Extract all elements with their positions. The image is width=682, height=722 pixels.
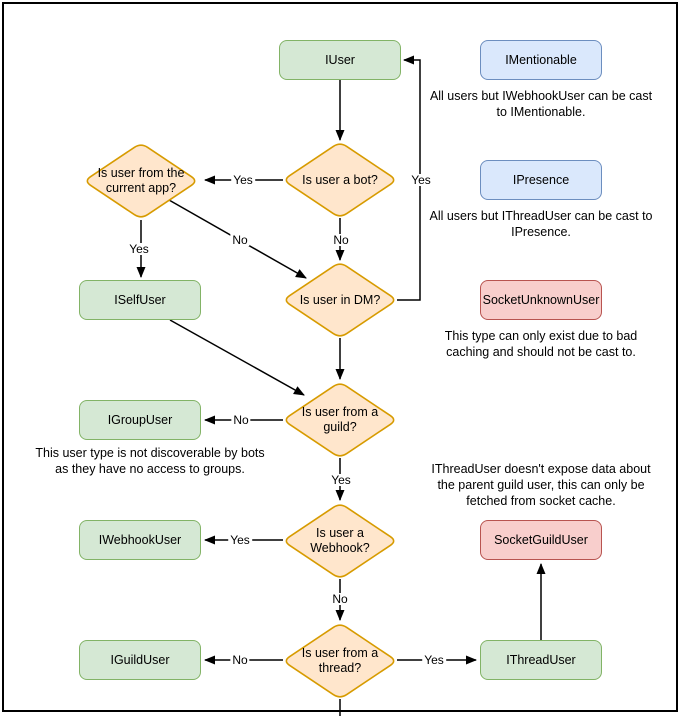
edge-label-bot-yes: Yes: [231, 173, 255, 187]
node-ipresence: IPresence: [480, 160, 602, 200]
note-igroupuser: This user type is not discoverable by bo…: [35, 446, 265, 476]
decision-from-thread-label: Is user from a thread?: [301, 646, 379, 675]
note-ipresence: All users but IThreadUser can be cast to…: [429, 209, 653, 239]
decision-is-webhook-label: Is user a Webhook?: [310, 526, 370, 555]
node-socketunknownuser: SocketUnknownUser: [480, 280, 602, 320]
edge-label-guild-yes: Yes: [329, 473, 353, 487]
edge-label-webhook-yes: Yes: [228, 533, 252, 547]
node-iwebhookuser: IWebhookUser: [79, 520, 201, 560]
edge-label-webhook-no: No: [330, 592, 350, 606]
decision-is-webhook-shape: [285, 504, 395, 578]
decision-is-bot-shape: [285, 143, 395, 217]
note-imentionable: All users but IWebhookUser can be cast t…: [429, 89, 653, 119]
node-iguilduser: IGuildUser: [79, 640, 201, 680]
arrow-iselfuser-to-fromguild: [169, 319, 305, 396]
note-socketunknownuser: This type can only exist due to bad cach…: [444, 329, 638, 359]
edge-label-thread-yes: Yes: [422, 653, 446, 667]
node-socketguilduser: SocketGuildUser: [480, 520, 602, 560]
node-iselfuser: ISelfUser: [79, 280, 201, 320]
edge-label-app-yes: Yes: [127, 242, 151, 256]
edge-label-thread-no: No: [230, 653, 250, 667]
node-igroupuser: IGroupUser: [79, 400, 201, 440]
decision-in-dm-shape: [285, 263, 395, 337]
decision-is-bot-label: Is user a bot?: [302, 172, 378, 187]
edge-label-bot-no: No: [331, 233, 351, 247]
edge-label-guild-no: No: [231, 413, 251, 427]
node-ithreaduser: IThreadUser: [480, 640, 602, 680]
decision-from-thread-shape: [285, 624, 395, 698]
decision-from-guild-label: Is user from a guild?: [301, 405, 379, 434]
edge-label-app-no: No: [230, 233, 250, 247]
node-imentionable: IMentionable: [480, 40, 602, 80]
decision-in-dm-label: Is user in DM?: [299, 292, 381, 307]
node-iuser: IUser: [279, 40, 401, 80]
decision-from-guild-shape: [285, 383, 395, 457]
decision-from-current-app-label: Is user from the current app?: [97, 166, 185, 195]
decision-from-current-app-shape: [86, 144, 196, 218]
note-ithreaduser: IThreadUser doesn't expose data about th…: [431, 462, 651, 508]
edge-label-dm-yes: Yes: [409, 173, 433, 187]
